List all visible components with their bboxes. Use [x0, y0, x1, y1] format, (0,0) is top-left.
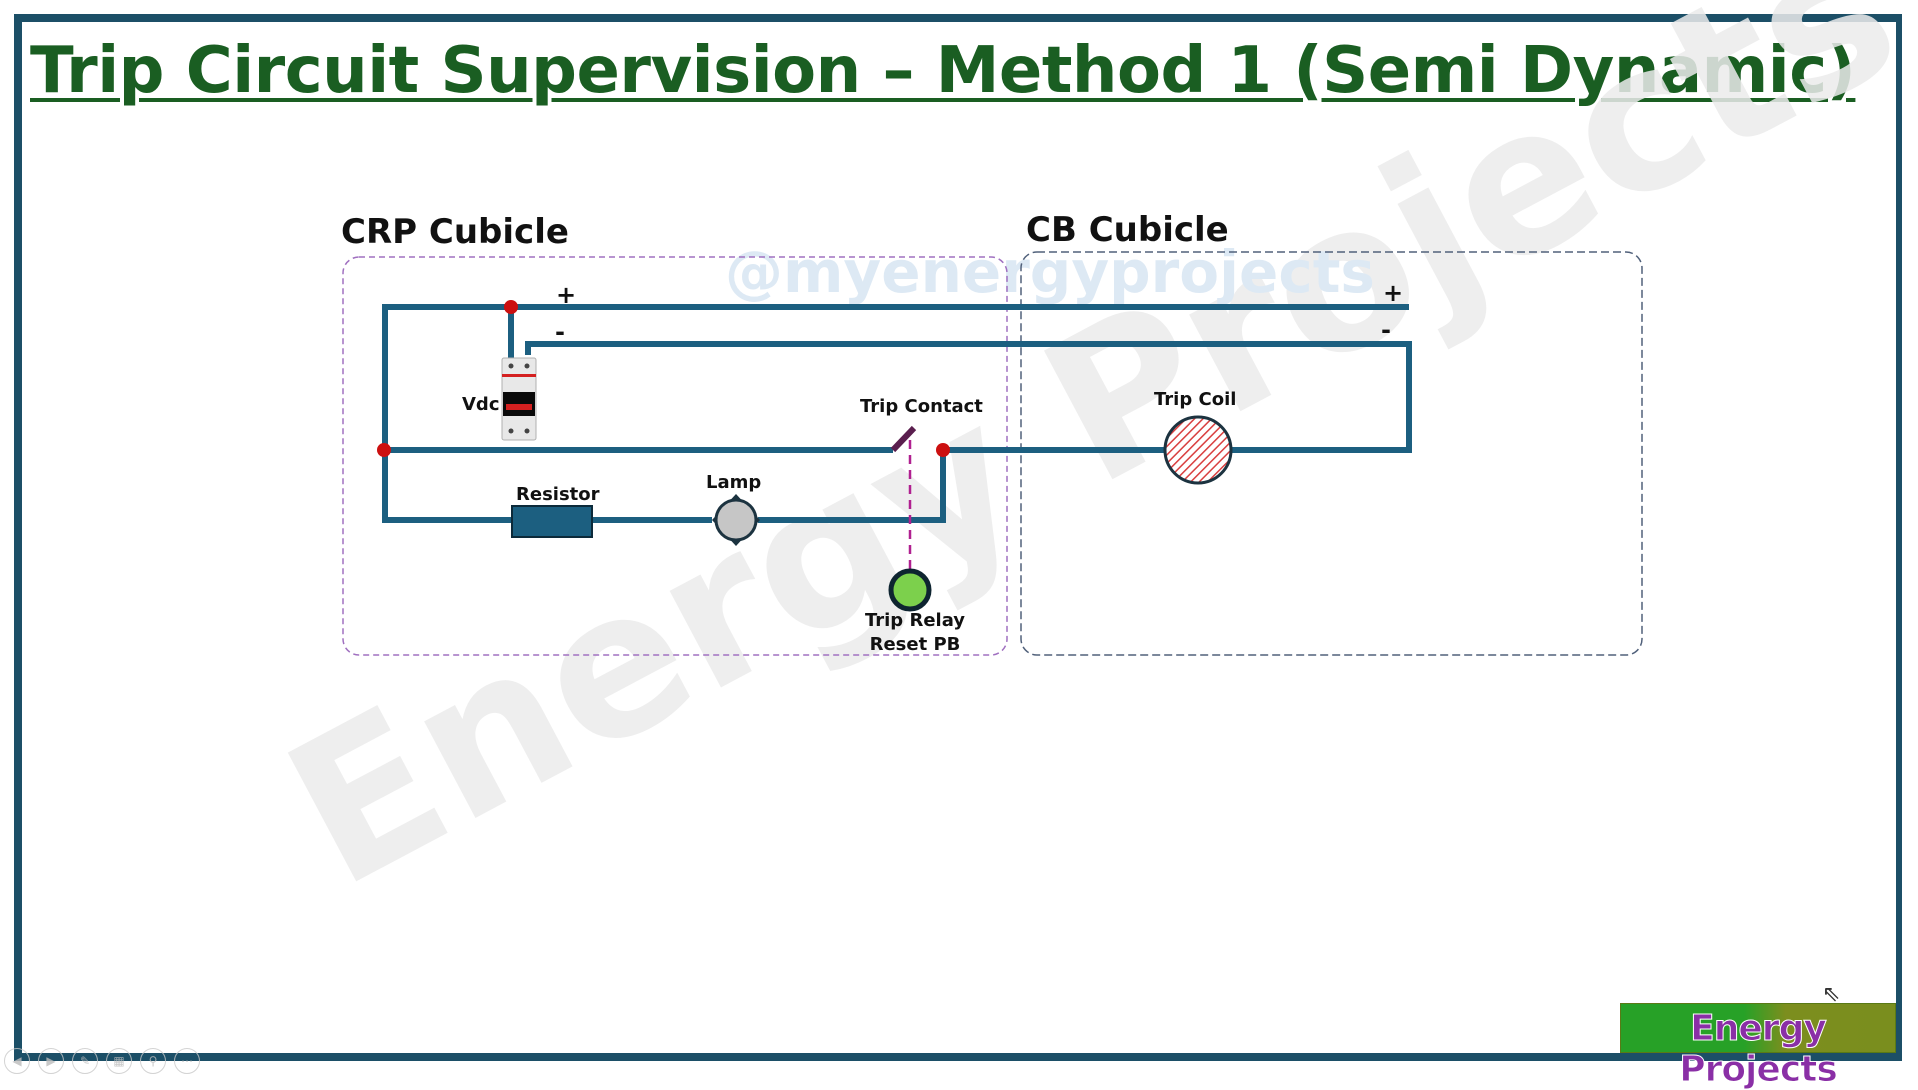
lamp-return-wire: [758, 450, 946, 523]
supervision-wire: [382, 450, 512, 523]
slide-title: Trip Circuit Supervision – Method 1 (Sem…: [30, 34, 1856, 108]
lamp-label: Lamp: [706, 472, 761, 493]
zoom-icon[interactable]: ⚲: [140, 1048, 166, 1074]
cb-cubicle-box: [1020, 251, 1643, 656]
resistor-icon: [511, 505, 593, 538]
plus-marker-right: +: [1383, 279, 1403, 307]
more-icon[interactable]: ⋯: [174, 1048, 200, 1074]
vdc-label: Vdc: [462, 394, 500, 415]
junction-dot-plus: [504, 300, 518, 314]
mouse-cursor-icon: ⇖: [1822, 982, 1841, 1007]
next-icon[interactable]: ▶: [38, 1048, 64, 1074]
watermark-big: Energy Projects: [253, 0, 1918, 932]
resistor-label: Resistor: [516, 484, 600, 505]
vdc-mcb-icon: [501, 357, 537, 441]
reset-pb-label-line1: Trip Relay: [865, 610, 965, 631]
pen-icon[interactable]: ✎: [72, 1048, 98, 1074]
trip-coil-label: Trip Coil: [1154, 389, 1236, 410]
minus-bus-wire: [525, 341, 1412, 453]
trip-contact-switch: [890, 425, 917, 453]
crp-cubicle-box: [342, 256, 1008, 656]
minus-marker-right: -: [1381, 316, 1391, 344]
junction-dot-left: [377, 443, 391, 457]
trip-coil-icon: [1163, 415, 1233, 485]
reset-pb-icon: [888, 568, 932, 612]
junction-dot-contact: [936, 443, 950, 457]
slide-frame: [14, 14, 1902, 1061]
slideshow-toolbar: ◀ ▶ ✎ ▦ ⚲ ⋯: [4, 1048, 200, 1074]
minus-marker-left: -: [555, 318, 565, 346]
watermark-handle: @myenergyprojects: [725, 238, 1375, 306]
energy-projects-logo: Energy Projects: [1620, 1003, 1896, 1090]
cb-cubicle-label: CB Cubicle: [1026, 210, 1229, 250]
lamp-icon: [712, 494, 760, 546]
slides-icon[interactable]: ▦: [106, 1048, 132, 1074]
trip-contact-label: Trip Contact: [860, 396, 983, 417]
prev-icon[interactable]: ◀: [4, 1048, 30, 1074]
crp-cubicle-label: CRP Cubicle: [341, 212, 569, 252]
plus-marker-left: +: [556, 281, 576, 309]
reset-pb-label-line2: Reset PB: [870, 634, 961, 655]
